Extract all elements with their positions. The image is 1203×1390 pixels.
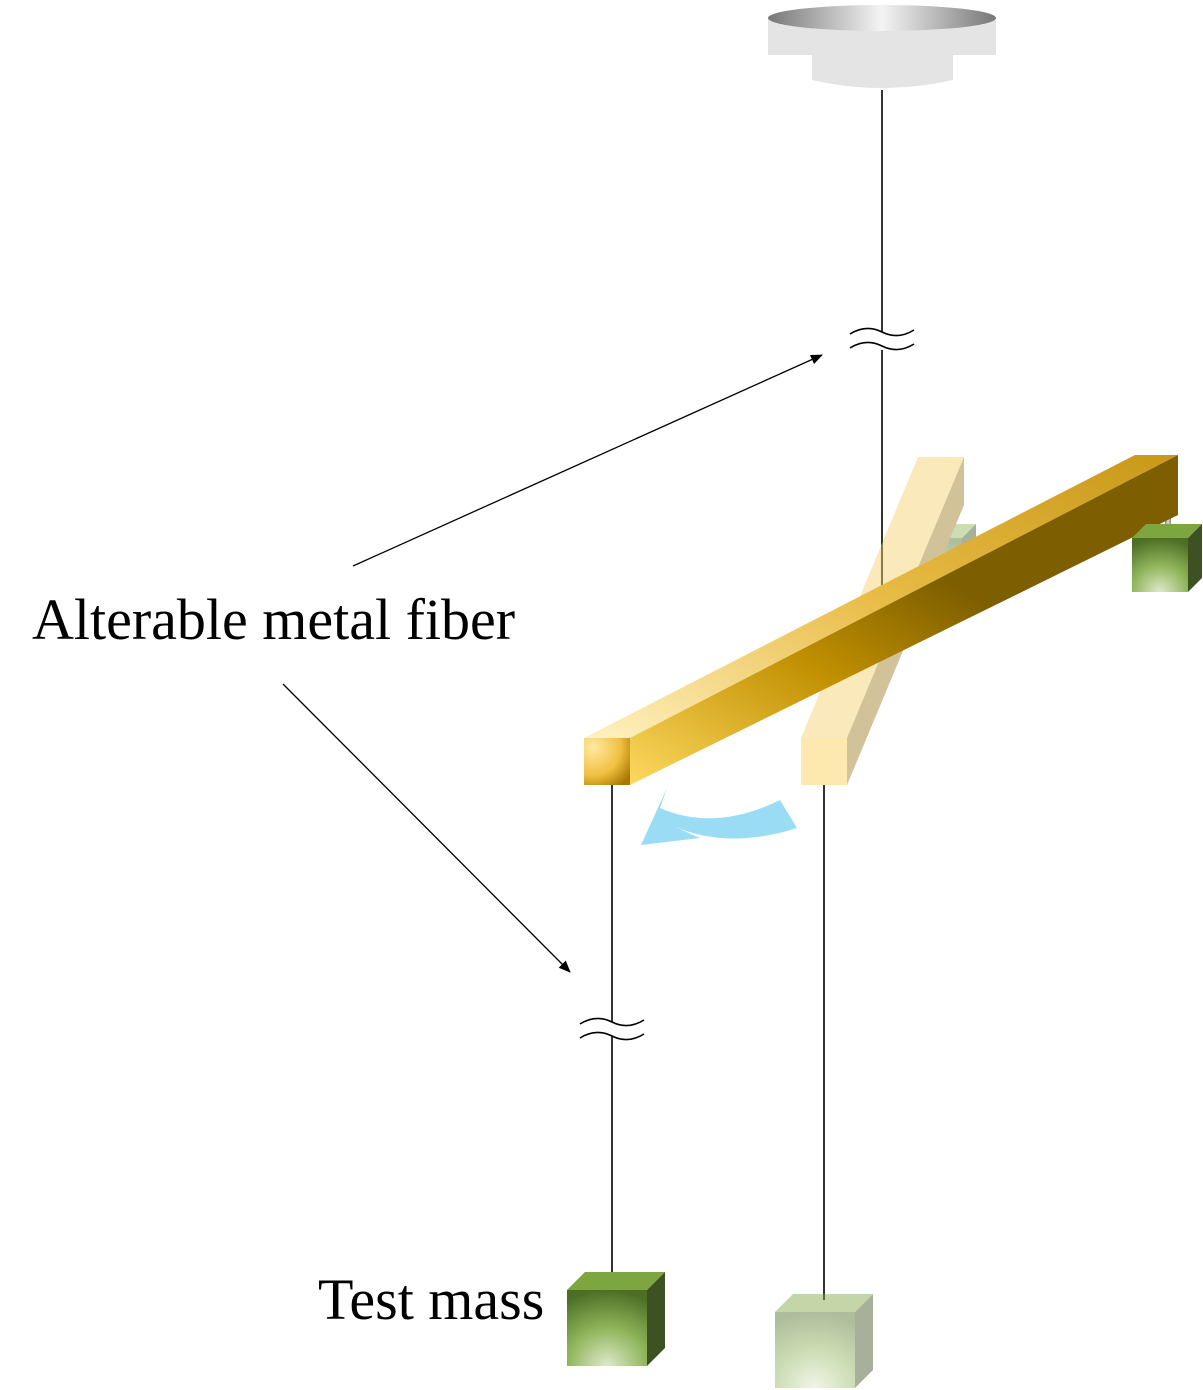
- test-mass-ghost: [775, 1294, 873, 1388]
- fiber-label: Alterable metal fiber: [32, 587, 516, 652]
- rotated-bar-end: [801, 738, 847, 785]
- counter-mass: [1132, 524, 1202, 592]
- pointer-arrow-lower: [282, 683, 571, 973]
- test-mass: [567, 1272, 665, 1366]
- upper-fiber: [849, 90, 915, 598]
- lower-fiber: [579, 785, 645, 1275]
- torsion-bar: [584, 455, 1178, 785]
- test-mass-label: Test mass: [318, 1267, 545, 1332]
- rotation-arrow-icon: [641, 788, 797, 845]
- suspension-head: [768, 5, 996, 88]
- pointer-arrow-upper: [352, 354, 823, 567]
